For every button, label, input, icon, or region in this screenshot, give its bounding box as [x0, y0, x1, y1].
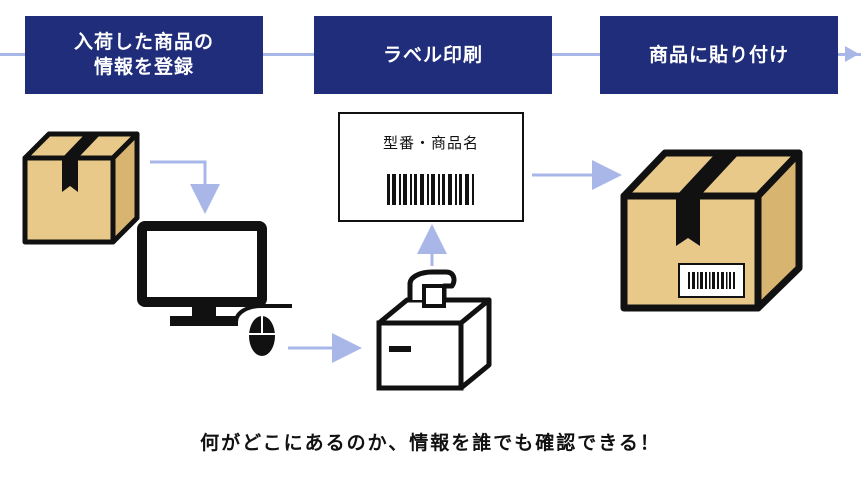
step-register-label: 入荷した商品の 情報を登録 — [73, 31, 214, 78]
flow-arrowhead — [845, 46, 859, 62]
printer-icon — [376, 269, 492, 391]
labeled-box-icon — [620, 149, 803, 312]
step-register: 入荷した商品の 情報を登録 — [25, 16, 263, 94]
printed-label-text: 型番・商品名 — [382, 134, 479, 152]
monitor-icon — [137, 221, 267, 326]
step-attach: 商品に貼り付け — [600, 16, 838, 94]
step-print-label-label: ラベル印刷 — [382, 43, 483, 66]
barcode-icon — [387, 174, 474, 205]
step-attach-label: 商品に貼り付け — [648, 43, 789, 66]
mouse-icon — [234, 304, 292, 356]
printed-label: 型番・商品名 — [338, 112, 524, 222]
arrow-box-to-pc — [150, 160, 220, 214]
caption: 何がどこにあるのか、情報を誰でも確認できる！ — [200, 432, 661, 454]
box-icon — [22, 131, 140, 245]
step-print-label: ラベル印刷 — [314, 16, 552, 94]
